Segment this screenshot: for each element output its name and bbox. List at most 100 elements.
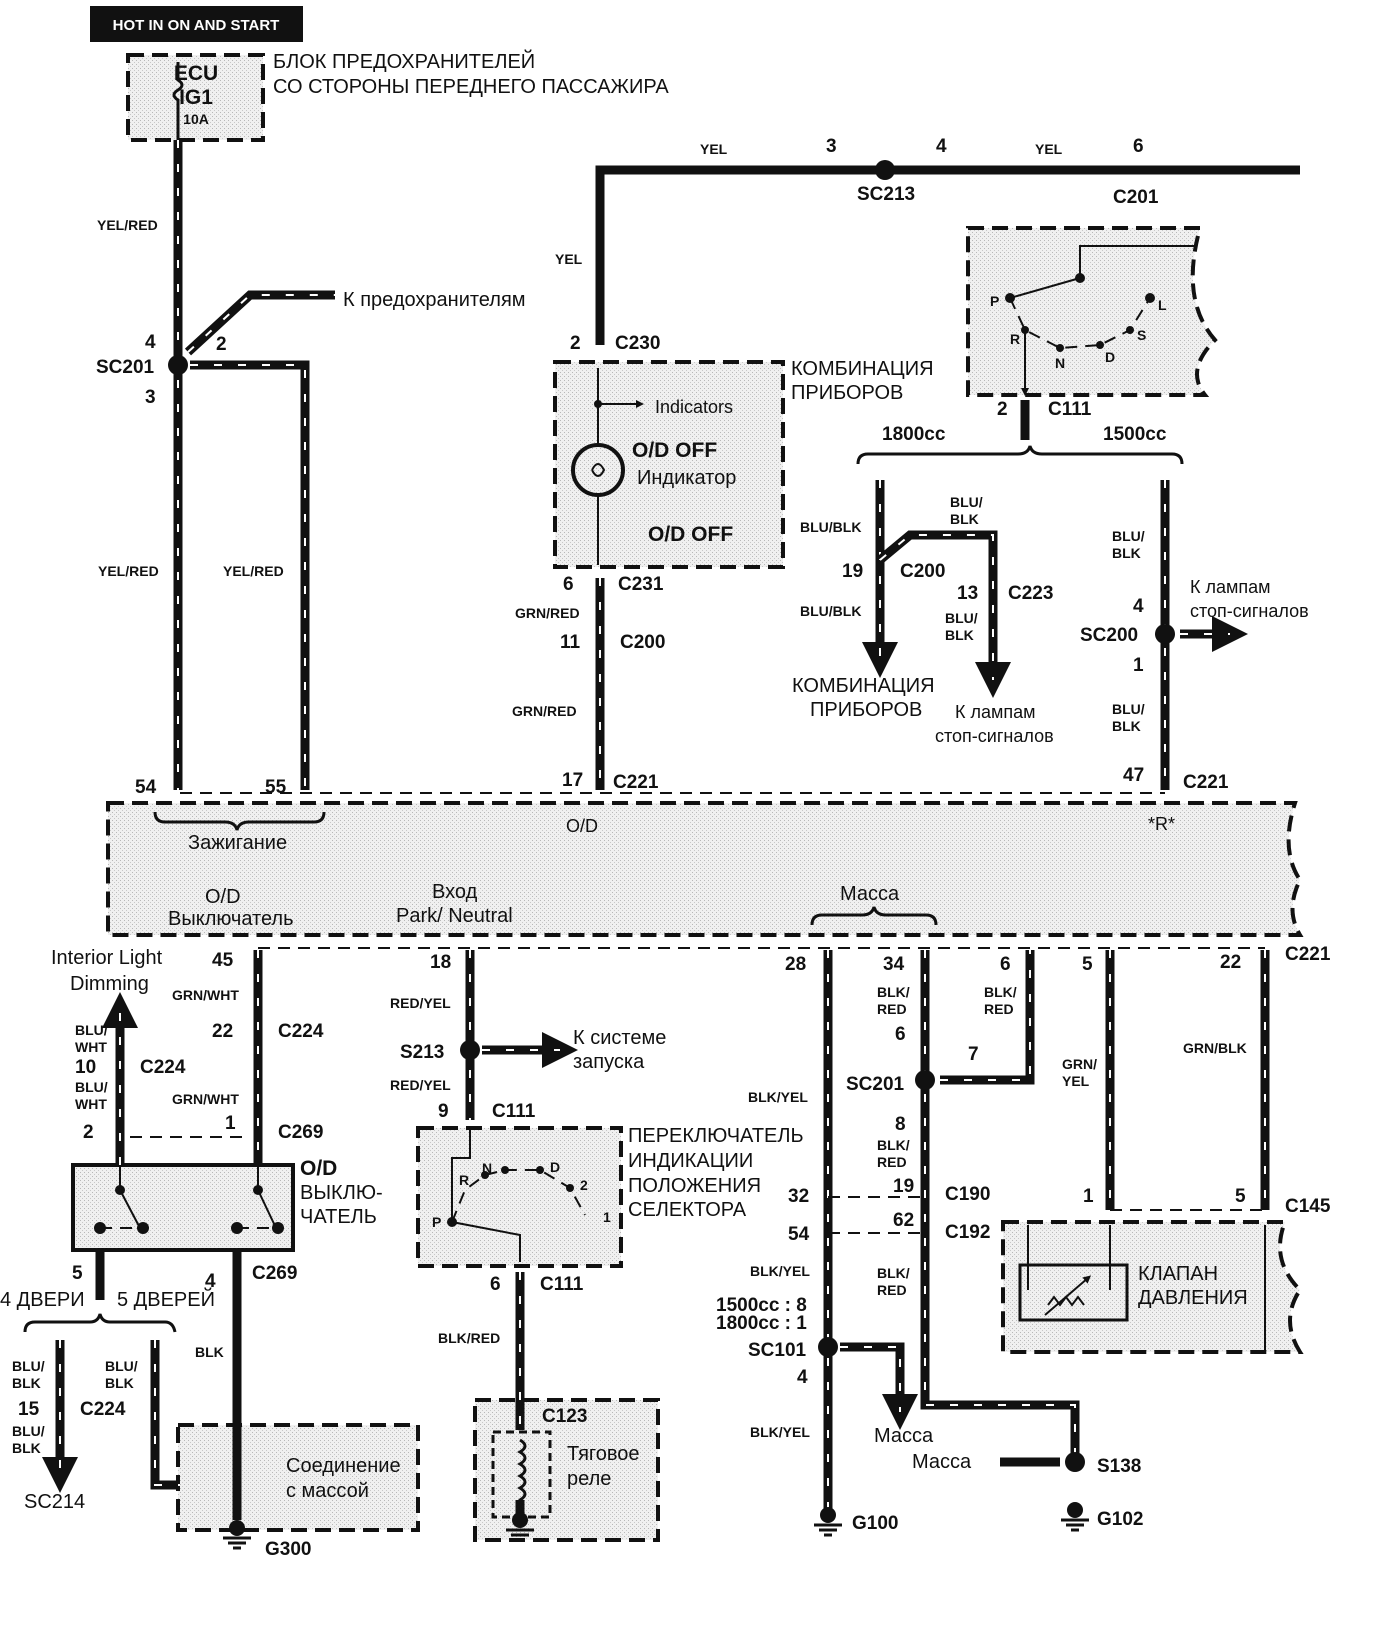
pin-label: 1 xyxy=(225,1113,236,1134)
pin-label: 6 xyxy=(563,574,574,595)
wire-label: BLK xyxy=(12,1375,41,1391)
cluster-title: ПРИБОРОВ xyxy=(791,382,903,404)
wire-label: BLK/RED xyxy=(438,1330,500,1346)
wire-label: BLU/ xyxy=(75,1022,108,1038)
pin-label: 54 xyxy=(788,1224,810,1245)
wire-label: GRN/WHT xyxy=(172,1091,239,1107)
wire-label: GRN/RED xyxy=(512,703,577,719)
fuse-rating: 10A xyxy=(183,111,209,127)
ecu-od-label: O/D xyxy=(566,816,598,836)
pin-label: 5 xyxy=(1235,1186,1246,1207)
wire-label: BLK xyxy=(945,627,974,643)
pin-label: 5 xyxy=(72,1263,83,1284)
pin-label: 55 xyxy=(265,777,287,798)
ecu-od-switch-label: Выключатель xyxy=(168,908,294,930)
pin-label: 4 xyxy=(1133,596,1144,617)
wire-label: BLK/ xyxy=(984,984,1017,1000)
wire-label: RED xyxy=(984,1001,1014,1017)
wire-label: WHT xyxy=(75,1096,107,1112)
gear-1: 1 xyxy=(603,1209,611,1225)
fuse-icon xyxy=(172,62,184,140)
pin-label: 10 xyxy=(75,1057,96,1078)
connector-c224: C224 xyxy=(278,1021,324,1042)
five-doors-label: 5 ДВЕРЕЙ xyxy=(117,1287,215,1311)
connector-c269: C269 xyxy=(278,1122,323,1143)
connector-c269: C269 xyxy=(252,1263,297,1284)
wire-label: BLK/ xyxy=(877,1265,910,1281)
wire xyxy=(184,290,335,356)
splice-s213: S213 xyxy=(400,1042,444,1063)
pin-label: 4 xyxy=(145,332,156,353)
connector-c224: C224 xyxy=(80,1399,126,1420)
lamp-filament-icon xyxy=(591,463,606,477)
pressure-valve-title: ДАВЛЕНИЯ xyxy=(1138,1287,1248,1309)
engine-pin-note: 1500cc : 8 xyxy=(716,1295,807,1316)
wire-label: RED xyxy=(877,1282,907,1298)
wire-label: YEL/RED xyxy=(97,217,158,233)
pin-label: 6 xyxy=(895,1024,906,1045)
wire-label: YEL xyxy=(555,251,583,267)
fuse-name: ECU xyxy=(174,62,218,85)
fuse-block-subtitle: СО СТОРОНЫ ПЕРЕДНЕГО ПАССАЖИРА xyxy=(273,76,669,98)
selector-contacts-bottom xyxy=(447,1128,586,1262)
fuse-circuit: IG1 xyxy=(179,86,213,109)
wire-label: WHT xyxy=(75,1039,107,1055)
ground-brace xyxy=(810,906,938,926)
interior-light-label: Dimming xyxy=(70,973,149,995)
engine-1500cc: 1500cc xyxy=(1103,424,1167,445)
doors-brace xyxy=(23,1313,177,1333)
connector-c145: C145 xyxy=(1285,1196,1331,1217)
wire xyxy=(840,1342,918,1430)
gear-n: N xyxy=(482,1160,492,1176)
wire-label: RED/YEL xyxy=(390,995,451,1011)
connector-c230: C230 xyxy=(615,333,660,354)
to-stop-lamps-label: К лампам xyxy=(955,702,1036,722)
splice-dot xyxy=(460,1040,480,1060)
ecu-ground-label: Масса xyxy=(840,883,900,905)
range-switch-title: ПОЛОЖЕНИЯ xyxy=(628,1175,761,1197)
wires xyxy=(42,140,1300,1520)
wire-label: GRN/ xyxy=(1062,1056,1097,1072)
wire-label: BLK xyxy=(1112,545,1141,561)
splice-sc200: SC200 xyxy=(1080,625,1138,646)
connector-c111: C111 xyxy=(540,1274,584,1295)
ground-g102: G102 xyxy=(1097,1509,1143,1530)
pin-label: 2 xyxy=(216,334,227,355)
pressure-valve-icon xyxy=(1018,1225,1266,1352)
connector-c221: C221 xyxy=(613,772,659,793)
engine-1800cc: 1800cc xyxy=(882,424,946,445)
pin-label: 32 xyxy=(788,1186,809,1207)
to-stop-lamps-label: К лампам xyxy=(1190,577,1271,597)
ground-icon xyxy=(1061,1502,1089,1532)
od-switch-title: ВЫКЛЮ- xyxy=(300,1182,383,1204)
splice-s138: S138 xyxy=(1097,1456,1141,1477)
wire-label: BLK xyxy=(12,1440,41,1456)
engine-brace xyxy=(856,445,1184,465)
ecu-ignition-label: Зажигание xyxy=(188,832,287,854)
pin-label: 45 xyxy=(212,950,234,971)
pin-label: 3 xyxy=(826,136,837,157)
od-switch-contacts xyxy=(94,1136,284,1234)
wire-label: BLU/ xyxy=(1112,701,1145,717)
indicators-label: Indicators xyxy=(655,397,733,417)
connector-c221: C221 xyxy=(1183,772,1229,793)
pin-label: 54 xyxy=(135,777,157,798)
connector-c192: C192 xyxy=(945,1222,990,1243)
gear-d: D xyxy=(1105,349,1115,365)
pin-label: 6 xyxy=(490,1274,501,1295)
wire-label: GRN/RED xyxy=(515,605,580,621)
pin-label: 2 xyxy=(83,1122,94,1143)
connector-c200: C200 xyxy=(620,632,665,653)
gear-r: R xyxy=(459,1172,469,1188)
wire-label: BLU/ xyxy=(950,494,983,510)
connector-c224: C224 xyxy=(140,1057,186,1078)
splice-sc213: SC213 xyxy=(857,184,915,205)
od-off-label: O/D OFF xyxy=(648,523,733,546)
range-switch-title: ПЕРЕКЛЮЧАТЕЛЬ xyxy=(628,1125,804,1147)
pin-label: 47 xyxy=(1123,765,1144,786)
fuse-block-title: БЛОК ПРЕДОХРАНИТЕЛЕЙ xyxy=(273,49,535,73)
ground-label: Масса xyxy=(912,1451,972,1473)
wire-label: BLU/ xyxy=(1112,528,1145,544)
wire xyxy=(190,360,310,790)
wire-label: RED xyxy=(877,1154,907,1170)
